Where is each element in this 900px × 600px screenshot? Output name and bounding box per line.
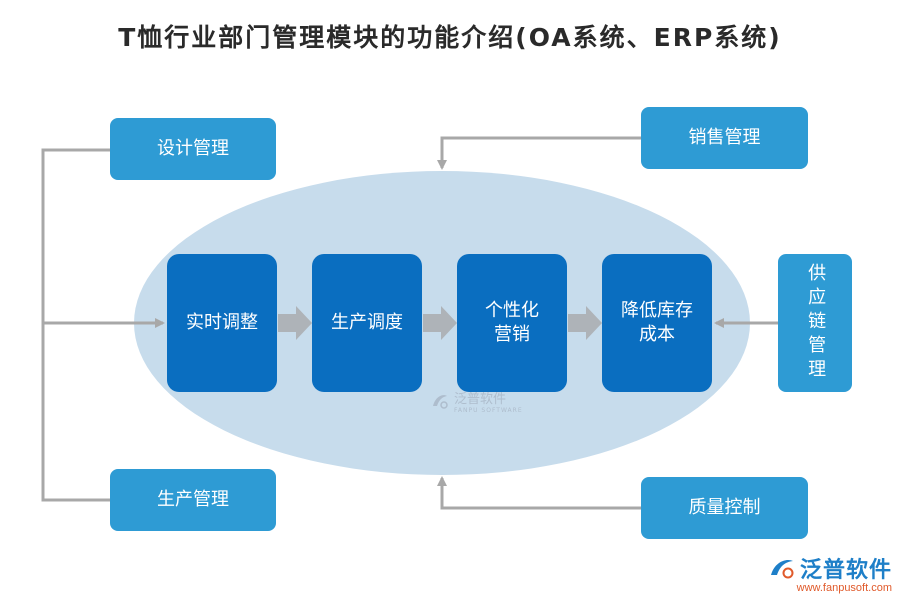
quality-connector	[437, 476, 641, 510]
block-arrow-2	[423, 306, 457, 340]
brand-logo-name: 泛普软件	[799, 558, 892, 583]
brand-logo-url: www.fanpusoft.com	[796, 582, 892, 594]
core-step-reduce-inventory-cost: 降低库存 成本	[602, 254, 712, 392]
left-bracket-connector	[41, 148, 110, 502]
diagram-title: T恤行业部门管理模块的功能介绍(OA系统、ERP系统)	[118, 23, 782, 52]
supply-chain-management-box: 供应链管理	[778, 254, 852, 392]
core-step-3-line2: 营销	[494, 324, 530, 345]
sales-management-label: 销售管理	[688, 126, 761, 148]
core-step-production-scheduling: 生产调度	[312, 254, 422, 392]
quality-control-label: 质量控制	[688, 496, 761, 518]
core-step-1-line1: 实时调整	[186, 311, 258, 333]
core-step-2-line1: 生产调度	[331, 311, 403, 333]
watermark-name: 泛普软件	[454, 392, 507, 407]
block-arrow-3	[568, 306, 602, 340]
brand-logo-icon	[770, 559, 794, 579]
sales-connector	[437, 136, 641, 170]
quality-control-box: 质量控制	[641, 477, 808, 539]
production-management-label: 生产管理	[157, 488, 229, 510]
watermark-sub: FANPU SOFTWARE	[454, 407, 523, 414]
sales-management-box: 销售管理	[641, 107, 808, 169]
core-step-3-line1: 个性化	[485, 299, 539, 321]
block-arrow-1	[278, 306, 312, 340]
supply-chain-management-label: 供应链管理	[805, 263, 827, 383]
design-management-label: 设计管理	[157, 137, 229, 159]
watermark-logo-icon	[433, 395, 448, 409]
core-step-personalized-marketing: 个性化 营销	[457, 254, 567, 392]
brand-logo: 泛普软件 www.fanpusoft.com	[768, 552, 892, 594]
watermark: 泛普软件 FANPU SOFTWARE	[430, 388, 523, 414]
core-step-4-line1: 降低库存	[621, 299, 693, 321]
production-management-box: 生产管理	[110, 469, 276, 531]
core-step-4-line2: 成本	[639, 324, 675, 345]
design-management-box: 设计管理	[110, 118, 276, 180]
core-step-realtime-adjust: 实时调整	[167, 254, 277, 392]
